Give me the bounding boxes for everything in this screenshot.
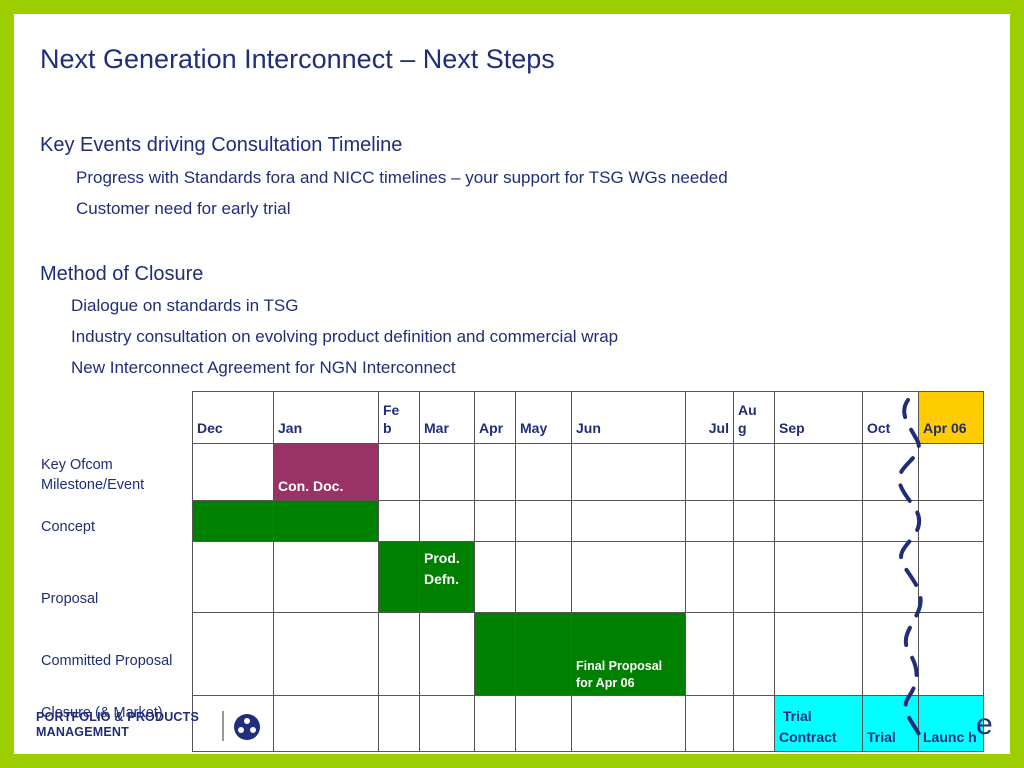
timeline-cell [474, 443, 516, 501]
timeline-cell [419, 500, 475, 542]
timeline-cell [774, 500, 863, 542]
timeline-cell [918, 612, 984, 696]
month-header: Mar [419, 391, 475, 444]
month-header: Dec [192, 391, 274, 444]
timeline-cell [474, 500, 516, 542]
timeline-cell [918, 443, 984, 501]
bullet-standards-progress: Progress with Standards fora and NICC ti… [76, 168, 728, 187]
timeline-cell [192, 541, 274, 613]
timeline-cell [862, 500, 919, 542]
timeline-cell [378, 500, 420, 542]
timeline-row-proposal: Prod. Defn. [192, 541, 984, 613]
row-label-closure: Closure (& Market) [41, 705, 163, 721]
timeline-cell [419, 612, 475, 696]
month-header: Sep [774, 391, 863, 444]
timeline-cell [192, 443, 274, 501]
timeline-cell [733, 541, 775, 613]
timeline-cell [515, 541, 572, 613]
month-header-target: Apr 06 [918, 391, 984, 444]
timeline-cell [273, 541, 379, 613]
timeline-cell [419, 443, 475, 501]
phase-bar-committed [515, 612, 572, 696]
footer-line-2: MANAGEMENT [36, 725, 129, 739]
footer-divider [222, 711, 224, 741]
month-header: Apr [474, 391, 516, 444]
timeline-cell [571, 443, 686, 501]
timeline-cell [774, 541, 863, 613]
timeline-cell [378, 695, 420, 752]
phase-bar-committed [474, 612, 516, 696]
month-header: Fe b [378, 391, 420, 444]
month-header: May [515, 391, 572, 444]
timeline-cell [571, 541, 686, 613]
phase-label-final-proposal: Final Proposal for Apr 06 [571, 612, 686, 696]
timeline-cell [571, 500, 686, 542]
timeline-cell [733, 612, 775, 696]
timeline-cell [515, 500, 572, 542]
row-label-committed-proposal: Committed Proposal [41, 653, 173, 669]
phase-bar-concept [273, 500, 379, 542]
timeline-cell [685, 500, 734, 542]
launch-cell: Launc h [918, 695, 984, 752]
timeline-cell [733, 500, 775, 542]
timeline-cell [378, 612, 420, 696]
section-heading-key-events: Key Events driving Consultation Timeline [40, 134, 403, 156]
timeline-cell [685, 612, 734, 696]
page-title: Next Generation Interconnect – Next Step… [40, 44, 555, 74]
timeline-cell [862, 443, 919, 501]
month-header: Au g [733, 391, 775, 444]
bt-globe-icon [232, 712, 262, 747]
timeline-cell [918, 541, 984, 613]
trial-cell: Trial [862, 695, 919, 752]
footer-line-1: PORTFOLIO & PRODUCTS [36, 710, 200, 724]
row-label-concept: Concept [41, 519, 96, 535]
bullet-customer-trial: Customer need for early trial [76, 199, 291, 218]
brand-text-fragment: e [976, 708, 993, 741]
timeline-cell [685, 695, 734, 752]
timeline-cell [192, 695, 274, 752]
timeline-cell [515, 695, 572, 752]
trial-contract-cell: Trial Contract [774, 695, 863, 752]
timeline-cell [273, 695, 379, 752]
section-heading-closure: Method of Closure [40, 263, 204, 285]
month-header: Jan [273, 391, 379, 444]
month-header: Jul [685, 391, 734, 444]
timeline-cell [774, 612, 863, 696]
phase-bar-proposal [378, 541, 420, 613]
bullet-industry-consultation: Industry consultation on evolving produc… [71, 327, 619, 346]
timeline-cell [378, 443, 420, 501]
bullet-dialogue-tsg: Dialogue on standards in TSG [71, 296, 299, 315]
timeline-cell [685, 443, 734, 501]
timeline-cell [515, 443, 572, 501]
timeline-header-row: Dec Jan Fe b Mar Apr May Jun Jul Au g Se… [192, 391, 984, 444]
month-header: Jun [571, 391, 686, 444]
timeline-row-committed: Final Proposal for Apr 06 [192, 612, 984, 696]
footer-brand-text: PORTFOLIO & PRODUCTS MANAGEMENT [36, 710, 199, 740]
timeline-row-concept [192, 500, 984, 542]
slide: Next Generation Interconnect – Next Step… [14, 14, 1010, 754]
timeline-cell [918, 500, 984, 542]
timeline-cell [862, 612, 919, 696]
timeline-cell [474, 541, 516, 613]
month-header: Oct [862, 391, 919, 444]
timeline-cell [685, 541, 734, 613]
timeline-cell [733, 443, 775, 501]
timeline-cell [774, 443, 863, 501]
timeline-cell [474, 695, 516, 752]
bullet-interconnect-agreement: New Interconnect Agreement for NGN Inter… [71, 358, 456, 377]
timeline-cell [862, 541, 919, 613]
row-label-milestone: Key Ofcom Milestone/Event [41, 457, 145, 493]
timeline-cell [733, 695, 775, 752]
timeline-cell [571, 695, 686, 752]
row-label-proposal: Proposal [41, 591, 99, 607]
timeline-cell [419, 695, 475, 752]
phase-bar-concept [192, 500, 274, 542]
timeline-cell [273, 612, 379, 696]
timeline-table: Dec Jan Fe b Mar Apr May Jun Jul Au g Se… [192, 391, 984, 752]
milestone-con-doc: Con. Doc. [273, 443, 379, 501]
timeline-row-milestone: Con. Doc. [192, 443, 984, 501]
timeline-cell [192, 612, 274, 696]
phase-label-prod-defn: Prod. Defn. [419, 541, 475, 613]
timeline-row-closure: Trial Contract Trial Launc h [192, 695, 984, 752]
